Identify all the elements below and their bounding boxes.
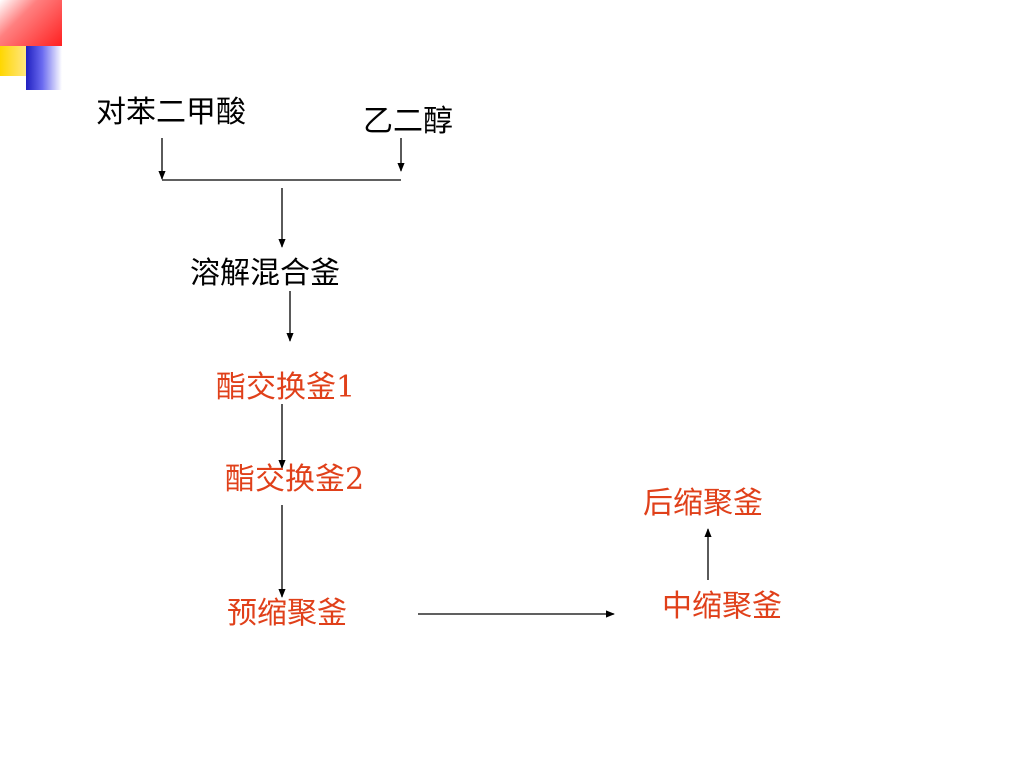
slide-decoration-blue-square xyxy=(26,46,62,90)
node-esterification-1: 酯交换釜1 xyxy=(216,370,356,405)
node-final-polymerizer: 后缩聚釜 xyxy=(643,486,763,521)
node-intermediate-polymerizer: 中缩聚釜 xyxy=(662,589,782,624)
slide-decoration-red-square xyxy=(0,0,62,46)
node-dissolving-mixer: 溶解混合釜 xyxy=(190,256,340,291)
node-prepolymerizer: 预缩聚釜 xyxy=(227,596,347,631)
node-ethylene-glycol: 乙二醇 xyxy=(363,104,453,139)
node-terephthalic-acid: 对苯二甲酸 xyxy=(96,95,246,130)
slide-decoration-yellow-square xyxy=(0,46,26,76)
node-esterification-2: 酯交换釜2 xyxy=(225,462,365,497)
